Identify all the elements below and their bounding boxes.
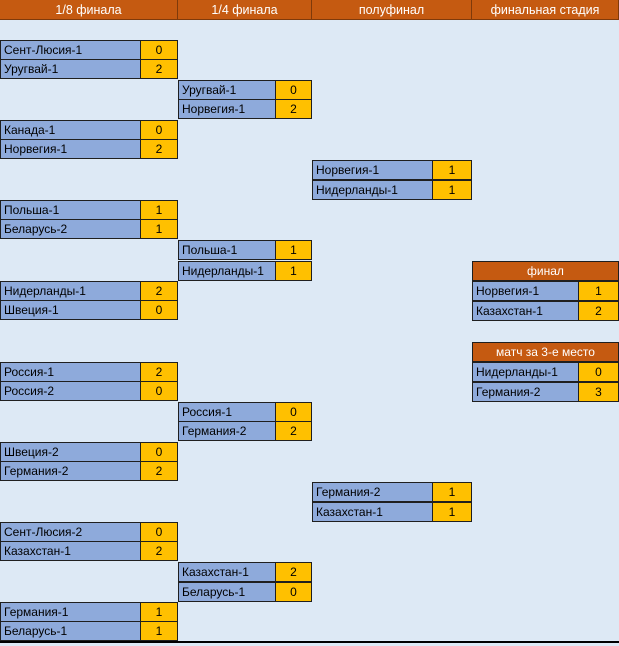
- team-score: 2: [275, 562, 312, 582]
- team-score: 1: [140, 219, 178, 239]
- team-score: 0: [275, 402, 312, 422]
- team-name: Беларусь-1: [178, 582, 276, 602]
- team-score: 0: [140, 300, 178, 320]
- team-name: Польша-1: [0, 200, 141, 220]
- team-score: 0: [578, 362, 619, 382]
- third-place-title: матч за 3-е место: [472, 342, 619, 362]
- team-name: Казахстан-1: [472, 301, 579, 321]
- team-name: Сент-Люсия-1: [0, 40, 141, 60]
- final-title: финал: [472, 261, 619, 281]
- team-score: 1: [432, 502, 472, 522]
- team-score: 2: [140, 362, 178, 382]
- team-name: Германия-1: [0, 602, 141, 622]
- team-name: Польша-1: [178, 240, 276, 260]
- team-score: 3: [578, 382, 619, 402]
- team-name: Швеция-1: [0, 300, 141, 320]
- header-final-stage: финальная стадия: [472, 0, 619, 20]
- team-name: Норвегия-1: [472, 281, 579, 301]
- team-name: Нидерланды-1: [472, 362, 579, 382]
- team-name: Россия-1: [0, 362, 141, 382]
- team-name: Нидерланды-1: [312, 180, 433, 200]
- team-score: 1: [432, 160, 472, 180]
- bottom-border: [0, 641, 619, 643]
- team-score: 2: [140, 281, 178, 301]
- team-name: Канада-1: [0, 120, 141, 140]
- team-name: Германия-2: [312, 482, 433, 502]
- team-score: 0: [140, 442, 178, 462]
- team-score: 1: [275, 240, 312, 260]
- team-name: Германия-2: [472, 382, 579, 402]
- team-name: Уругвай-1: [178, 80, 276, 100]
- team-score: 1: [140, 621, 178, 641]
- team-name: Германия-2: [178, 421, 276, 441]
- team-score: 2: [275, 99, 312, 119]
- team-name: Беларусь-2: [0, 219, 141, 239]
- team-score: 1: [275, 261, 312, 281]
- team-name: Германия-2: [0, 461, 141, 481]
- team-score: 2: [140, 461, 178, 481]
- team-name: Норвегия-1: [0, 139, 141, 159]
- team-score: 1: [432, 180, 472, 200]
- header-r16: 1/8 финала: [0, 0, 178, 20]
- team-name: Казахстан-1: [0, 541, 141, 561]
- header-sf: полуфинал: [312, 0, 472, 20]
- team-name: Сент-Люсия-2: [0, 522, 141, 542]
- team-score: 0: [140, 40, 178, 60]
- team-score: 2: [578, 301, 619, 321]
- team-name: Россия-2: [0, 381, 141, 401]
- team-name: Норвегия-1: [178, 99, 276, 119]
- team-score: 0: [140, 381, 178, 401]
- team-score: 2: [140, 59, 178, 79]
- team-score: 1: [140, 200, 178, 220]
- header-qf: 1/4 финала: [178, 0, 312, 20]
- team-score: 1: [140, 602, 178, 622]
- team-score: 0: [140, 522, 178, 542]
- team-name: Россия-1: [178, 402, 276, 422]
- team-score: 2: [140, 139, 178, 159]
- team-score: 2: [140, 541, 178, 561]
- team-score: 0: [275, 80, 312, 100]
- team-score: 1: [578, 281, 619, 301]
- team-score: 1: [432, 482, 472, 502]
- team-score: 0: [140, 120, 178, 140]
- team-score: 0: [275, 582, 312, 602]
- team-name: Уругвай-1: [0, 59, 141, 79]
- team-name: Беларусь-1: [0, 621, 141, 641]
- team-name: Норвегия-1: [312, 160, 433, 180]
- team-name: Казахстан-1: [178, 562, 276, 582]
- team-score: 2: [275, 421, 312, 441]
- team-name: Казахстан-1: [312, 502, 433, 522]
- team-name: Нидерланды-1: [0, 281, 141, 301]
- team-name: Швеция-2: [0, 442, 141, 462]
- team-name: Нидерланды-1: [178, 261, 276, 281]
